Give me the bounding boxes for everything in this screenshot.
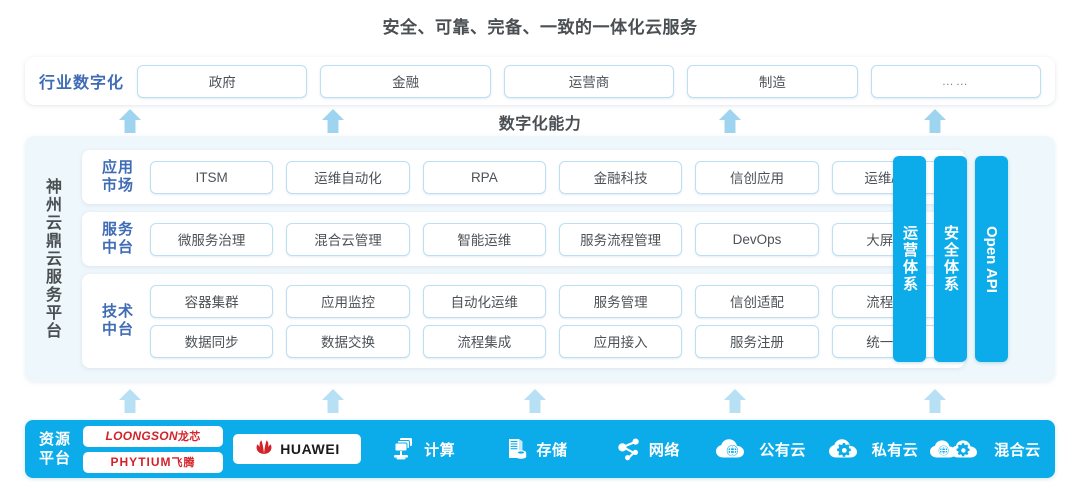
vertical-bar-security-label: 安全体系 — [942, 225, 959, 293]
cloud-globe-icon — [714, 436, 752, 462]
chip-vendor-logos: LOONGSON龙芯 PHYTIUM飞腾 — [83, 425, 224, 473]
vertical-bar-operations-label: 运营体系 — [901, 225, 918, 293]
huawei-flower-icon — [254, 439, 274, 460]
huawei-logo: HUAWEI — [233, 434, 362, 464]
resource-item-compute-label: 计算 — [424, 441, 456, 459]
layer-service-row-1: 微服务治理 混合云管理 智能运维 服务流程管理 DevOps 大屏展示 — [150, 222, 955, 256]
cell-fintech[interactable]: 金融科技 — [558, 160, 683, 194]
digital-capability-caption: 数字化能力 — [498, 116, 582, 133]
layer-app-market-row-1: ITSM 运维自动化 RPA 金融科技 信创应用 运维/运营 — [150, 160, 955, 194]
layer-service-label: 服务 中台 — [101, 221, 134, 256]
layer-tech-label: 技术 中台 — [101, 303, 134, 338]
resource-platform-bar: 资源 平台 LOONGSON龙芯 PHYTIUM飞腾 — [25, 420, 1055, 478]
vertical-bar-operations-system[interactable]: 运营体系 — [893, 156, 926, 362]
arrow-up-icon-upper-4 — [922, 108, 948, 134]
vertical-bar-open-api[interactable]: Open API — [975, 156, 1008, 362]
platform-vertical-label: 神州云鼎云服务平台 — [43, 178, 60, 340]
cell-hybrid-cloud-mgmt[interactable]: 混合云管理 — [286, 222, 410, 256]
cloud-globe-gear-icon — [929, 436, 987, 462]
resource-item-storage[interactable]: 存储 — [479, 436, 591, 462]
cell-process-integration[interactable]: 流程集成 — [422, 324, 546, 358]
loongson-logo-latin: LOONGSON — [105, 429, 178, 443]
resource-item-compute[interactable]: 计算 — [367, 436, 479, 462]
resource-item-public-cloud[interactable]: 公有云 — [704, 436, 816, 462]
arrow-up-icon-upper-3 — [717, 108, 743, 134]
arrow-up-icon-upper-1 — [117, 108, 143, 134]
cell-xinchuang-adaptation[interactable]: 信创适配 — [695, 284, 819, 318]
resource-item-public-cloud-label: 公有云 — [759, 441, 806, 459]
resource-item-private-cloud[interactable]: 私有云 — [816, 436, 928, 462]
phytium-logo-cn: 飞腾 — [171, 457, 196, 469]
server-stack-icon — [391, 436, 417, 462]
huawei-logo-text: HUAWEI — [280, 441, 340, 457]
arrow-up-icon-lower-5 — [922, 388, 948, 414]
layer-app-market-grid: ITSM 运维自动化 RPA 金融科技 信创应用 运维/运营 — [150, 160, 955, 194]
layer-service-middle-platform: 服务 中台 微服务治理 混合云管理 智能运维 服务流程管理 DevOps 大屏展… — [82, 212, 965, 266]
industry-item-more[interactable]: …… — [870, 64, 1041, 98]
resource-item-network[interactable]: 网络 — [592, 436, 704, 462]
storage-disk-icon — [504, 436, 530, 462]
arrow-up-icon-lower-3 — [522, 388, 548, 414]
network-nodes-icon — [616, 436, 642, 462]
cell-app-monitoring[interactable]: 应用监控 — [286, 284, 410, 318]
layer-tech-middle-platform: 技术 中台 容器集群 应用监控 自动化运维 服务管理 信创适配 流程引擎 数据同… — [82, 274, 965, 368]
cell-service-mgmt[interactable]: 服务管理 — [558, 284, 683, 318]
layer-tech-grid: 容器集群 应用监控 自动化运维 服务管理 信创适配 流程引擎 数据同步 数据交换… — [150, 284, 955, 358]
cell-service-process-mgmt[interactable]: 服务流程管理 — [558, 222, 683, 256]
loongson-logo: LOONGSON龙芯 — [83, 425, 224, 447]
page-title: 安全、可靠、完备、一致的一体化云服务 — [382, 18, 698, 37]
cell-itsm[interactable]: ITSM — [150, 160, 274, 194]
arrow-up-icon-lower-1 — [117, 388, 143, 414]
cell-ops-automation[interactable]: 运维自动化 — [286, 160, 410, 194]
industry-item-finance[interactable]: 金融 — [320, 64, 491, 98]
cloud-gear-icon — [827, 436, 865, 462]
cell-service-registration[interactable]: 服务注册 — [695, 324, 819, 358]
resource-item-network-label: 网络 — [648, 441, 680, 459]
layer-app-market: 应用 市场 ITSM 运维自动化 RPA 金融科技 信创应用 运维/运营 — [82, 150, 965, 204]
layer-app-market-label: 应用 市场 — [101, 159, 134, 194]
cell-app-access[interactable]: 应用接入 — [558, 324, 683, 358]
arrow-up-icon-lower-4 — [722, 388, 748, 414]
resource-item-hybrid-cloud-label: 混合云 — [994, 441, 1041, 459]
resource-item-storage-label: 存储 — [536, 441, 568, 459]
industry-digitalization-row: 行业数字化 政府 金融 运营商 制造 …… — [25, 57, 1055, 105]
cell-rpa[interactable]: RPA — [422, 160, 546, 194]
industry-item-government[interactable]: 政府 — [137, 64, 308, 98]
phytium-logo-latin: PHYTIUM — [110, 455, 172, 469]
layer-tech-row-1: 容器集群 应用监控 自动化运维 服务管理 信创适配 流程引擎 — [150, 284, 955, 318]
cell-microservice-governance[interactable]: 微服务治理 — [150, 222, 274, 256]
cell-data-exchange[interactable]: 数据交换 — [286, 324, 410, 358]
arrow-up-icon-upper-2 — [320, 108, 346, 134]
layer-service-grid: 微服务治理 混合云管理 智能运维 服务流程管理 DevOps 大屏展示 — [150, 222, 955, 256]
resource-item-private-cloud-label: 私有云 — [871, 441, 919, 459]
layer-tech-row-2: 数据同步 数据交换 流程集成 应用接入 服务注册 统一认证 — [150, 324, 955, 358]
vertical-bar-open-api-label: Open API — [983, 225, 1000, 293]
cell-devops[interactable]: DevOps — [695, 222, 819, 256]
vertical-bar-security-system[interactable]: 安全体系 — [934, 156, 967, 362]
arrow-up-icon-lower-2 — [320, 388, 346, 414]
cell-xinchuang-app[interactable]: 信创应用 — [695, 160, 819, 194]
cell-automated-ops[interactable]: 自动化运维 — [422, 284, 546, 318]
phytium-logo: PHYTIUM飞腾 — [83, 451, 224, 473]
loongson-logo-cn: 龙芯 — [177, 431, 201, 443]
resource-item-hybrid-cloud[interactable]: 混合云 — [929, 436, 1041, 462]
cell-intelligent-ops[interactable]: 智能运维 — [422, 222, 546, 256]
cell-data-sync[interactable]: 数据同步 — [150, 324, 274, 358]
industry-item-manufacturing[interactable]: 制造 — [687, 64, 858, 98]
industry-row-label: 行业数字化 — [39, 75, 125, 92]
cell-container-cluster[interactable]: 容器集群 — [150, 284, 274, 318]
resource-platform-label: 资源 平台 — [39, 431, 72, 467]
industry-item-telecom[interactable]: 运营商 — [503, 64, 675, 98]
